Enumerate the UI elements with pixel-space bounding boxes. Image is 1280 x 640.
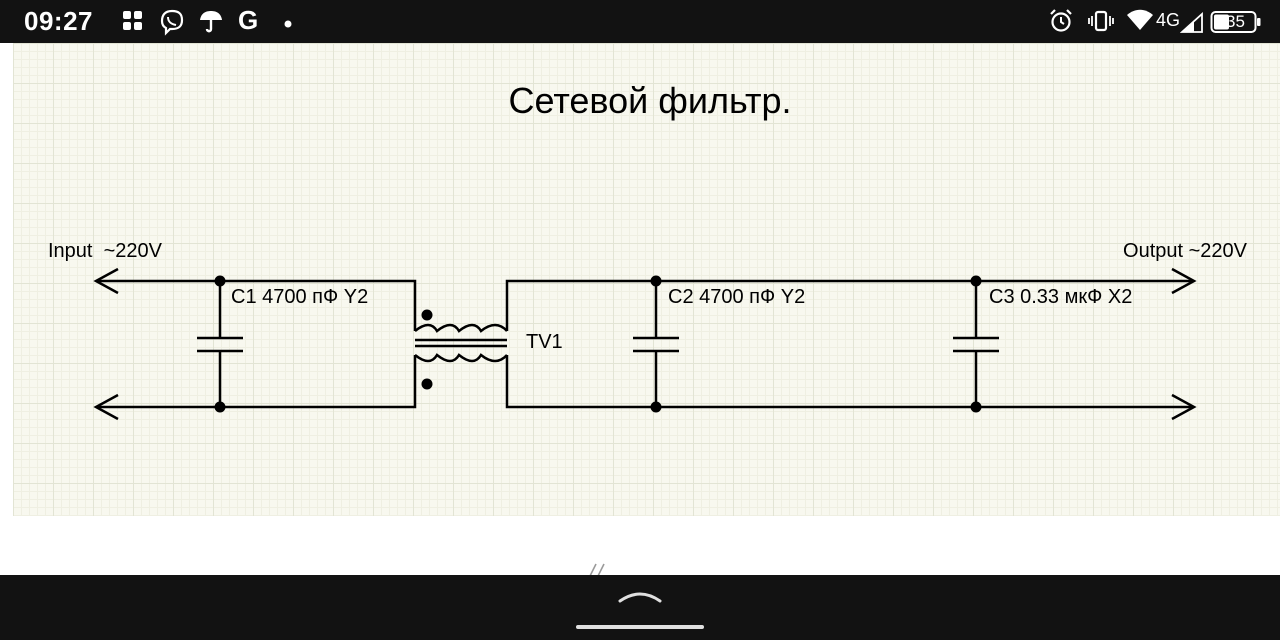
alarm-icon [1048, 8, 1074, 39]
diagram-title: Сетевой фильтр. [509, 80, 792, 121]
image-viewer[interactable]: Сетевой фильтр. Input ~220V Output ~220V… [0, 43, 1280, 577]
input-arrow-top [93, 267, 119, 295]
c3-label: C3 0.33 мкФ X2 [989, 286, 1132, 308]
input-arrow-bottom [93, 393, 119, 421]
svg-text:G: G [238, 6, 258, 34]
c1-label: C1 4700 пФ Y2 [231, 286, 368, 308]
c2-label: C2 4700 пФ Y2 [668, 286, 805, 308]
signal-icon [1179, 11, 1204, 39]
c1-capacitor [197, 281, 243, 407]
viber-icon [158, 8, 186, 41]
vibrate-icon [1088, 8, 1114, 39]
tv1-polarity-dot-bottom [421, 378, 433, 390]
tv1-polarity-dot-top [421, 309, 433, 321]
output-arrow-bottom [1171, 393, 1197, 421]
junction-c3-bottom [970, 401, 982, 413]
bottom-line-left [96, 355, 417, 409]
junction-c1-bottom [214, 401, 226, 413]
junction-c2-bottom [650, 401, 662, 413]
grid-icon [120, 8, 146, 39]
junction-c3-top [970, 275, 982, 287]
dot-icon [283, 16, 293, 34]
status-time: 09:27 [24, 6, 93, 36]
scroll-indicator [586, 562, 610, 581]
top-line-right [505, 279, 1194, 331]
output-arrow-top [1171, 267, 1197, 295]
tv1-top-winding [414, 323, 508, 333]
status-bar: 09:27 G 4G 35 [0, 0, 1280, 43]
input-label: Input ~220V [48, 240, 163, 262]
chevron-up-icon[interactable] [612, 583, 668, 610]
top-line-left [96, 279, 417, 331]
navigation-bar [0, 575, 1280, 640]
battery-icon [1210, 10, 1262, 39]
tv1-label: TV1 [526, 331, 563, 353]
home-handle[interactable] [576, 625, 704, 629]
network-type-label: 4G [1156, 10, 1181, 30]
google-g-icon: G [237, 5, 265, 39]
tv1-bottom-winding [414, 353, 508, 363]
bottom-line-right [505, 355, 1194, 409]
c2-capacitor [633, 281, 679, 407]
wifi-icon [1126, 9, 1154, 38]
circuit-diagram: Сетевой фильтр. Input ~220V Output ~220V… [48, 80, 1248, 421]
junction-c1-top [214, 275, 226, 287]
c3-capacitor [953, 281, 999, 407]
battery-level: 35 [1226, 12, 1245, 31]
umbrella-icon [198, 8, 224, 39]
junction-c2-top [650, 275, 662, 287]
output-label: Output ~220V [1123, 240, 1248, 262]
